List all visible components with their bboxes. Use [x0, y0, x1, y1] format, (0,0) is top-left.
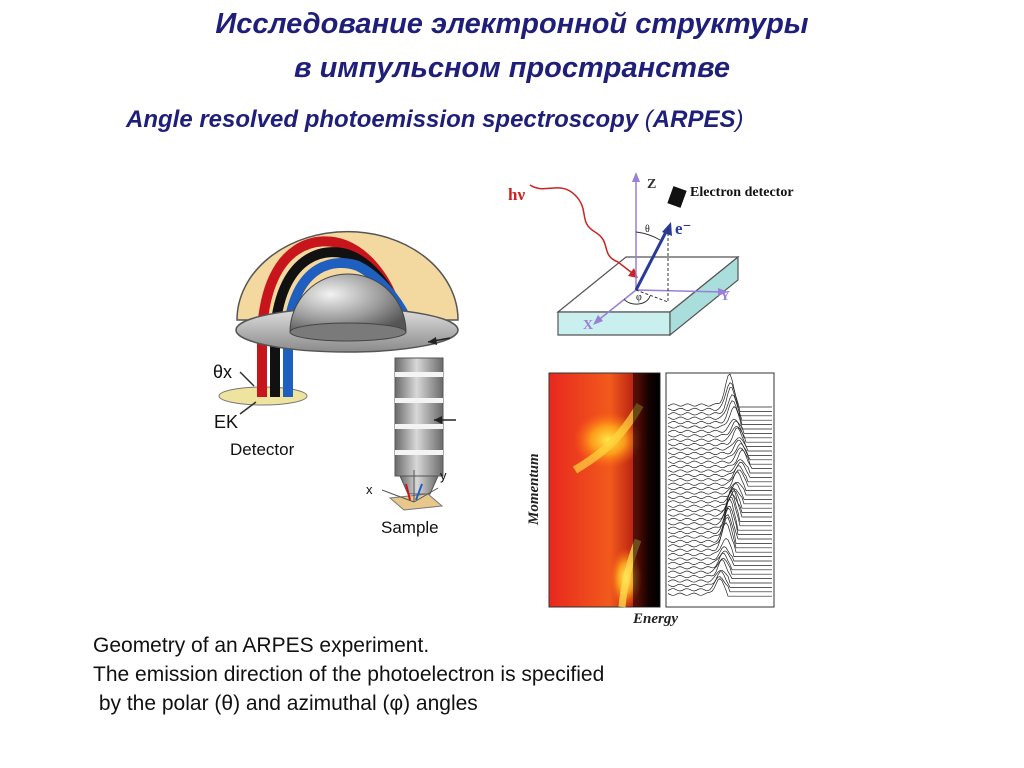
edc-curve	[667, 400, 772, 425]
axis-x-label: x	[366, 482, 373, 497]
edc-curve	[667, 571, 772, 588]
edc-curve	[667, 420, 772, 439]
theta-x-label: θx	[213, 362, 232, 382]
edc-curve	[667, 373, 772, 408]
sample-slab-front	[557, 311, 671, 336]
figure-caption: Geometry of an ARPES experiment. The emi…	[93, 631, 604, 718]
y-axis	[635, 289, 725, 293]
analyzer-setup-diagram: θx EK Detector x y Sample	[213, 230, 459, 537]
sample-slab-side	[669, 255, 739, 337]
analyzer-inner-dome	[289, 273, 407, 333]
edc-curve	[667, 459, 772, 474]
edc-curve	[667, 461, 772, 478]
title-en-abbr: ARPES	[652, 106, 736, 133]
edc-curve	[667, 447, 772, 465]
edc-curve	[667, 498, 772, 531]
edc-curve	[667, 514, 772, 544]
edc-curve	[667, 558, 772, 579]
edc-curve	[667, 449, 772, 469]
edc-curve	[667, 558, 772, 575]
edc-curve	[667, 471, 772, 491]
theta-label: θ	[645, 224, 650, 235]
edc-curve	[667, 546, 772, 562]
detector-label: Detector	[230, 440, 295, 459]
edc-curve	[667, 496, 772, 527]
title-en-paren-open: (	[644, 106, 653, 133]
edc-curve	[667, 465, 772, 483]
edc-curve	[667, 481, 772, 496]
edc-curve	[667, 486, 772, 518]
x-axis	[595, 289, 637, 323]
photon-label: hν	[508, 185, 525, 204]
edc-curve	[667, 578, 772, 597]
edc-curve	[667, 569, 772, 584]
edc-curve	[667, 387, 772, 417]
arpes-geometry-diagram: hν Z Electron detector θ e⁻ φ X Y	[508, 172, 794, 337]
edc-curve	[667, 382, 772, 412]
title-en: Angle resolved photoemission spectroscop…	[126, 106, 743, 134]
title-ru-line1: Исследование электронной структуры	[215, 8, 809, 40]
x-label: X	[583, 318, 593, 333]
electron-label: e⁻	[675, 219, 692, 238]
edc-curve	[667, 507, 772, 540]
spectra-xlabel: Energy	[632, 611, 678, 627]
emission-vector	[634, 227, 670, 291]
edc-curve	[667, 521, 772, 553]
electron-lens-column	[394, 357, 456, 495]
arpes-spectra: Momentum Energy	[526, 372, 775, 627]
edc-curve	[667, 491, 772, 522]
edc-curve	[667, 437, 772, 452]
edc-curve	[667, 505, 772, 535]
phi-label: φ	[636, 292, 642, 303]
title-en-main: Angle resolved photoemission spectroscop…	[126, 106, 645, 133]
intensity-map	[548, 372, 661, 608]
edc-curve	[667, 482, 772, 500]
edc-curve	[667, 394, 772, 421]
edc-curve	[667, 552, 772, 571]
edc-curve	[667, 469, 772, 487]
title-en-paren-close: )	[735, 106, 744, 133]
edc-curve	[667, 405, 772, 430]
edc-stack-lines	[667, 373, 772, 597]
axis-y-label: y	[440, 468, 447, 483]
caption-line1: Geometry of an ARPES experiment.	[93, 634, 430, 657]
edc-curve	[667, 439, 772, 456]
edc-curve	[667, 426, 772, 443]
z-label: Z	[647, 177, 656, 192]
title-ru-line2: в импульсном пространстве	[294, 52, 730, 84]
caption-line2: The emission direction of the photoelect…	[93, 663, 605, 686]
photon-wave	[529, 184, 637, 277]
electron-detector-label: Electron detector	[690, 185, 794, 200]
sample-label: Sample	[381, 518, 439, 537]
edc-curve	[667, 537, 772, 557]
edc-curve	[667, 443, 772, 461]
caption-line3: by the polar (θ) and azimuthal (φ) angle…	[93, 692, 478, 715]
edc-curve	[667, 418, 772, 434]
edc-curve	[667, 427, 772, 447]
edc-curve	[667, 494, 772, 513]
y-label: Y	[720, 289, 730, 304]
edc-curve	[667, 490, 772, 509]
ek-label: EK	[214, 412, 238, 432]
edc-curve	[667, 576, 772, 593]
spectra-ylabel: Momentum	[526, 453, 542, 526]
edc-curve	[667, 550, 772, 566]
edc-curve	[667, 488, 772, 505]
electron-detector-icon	[667, 186, 687, 208]
